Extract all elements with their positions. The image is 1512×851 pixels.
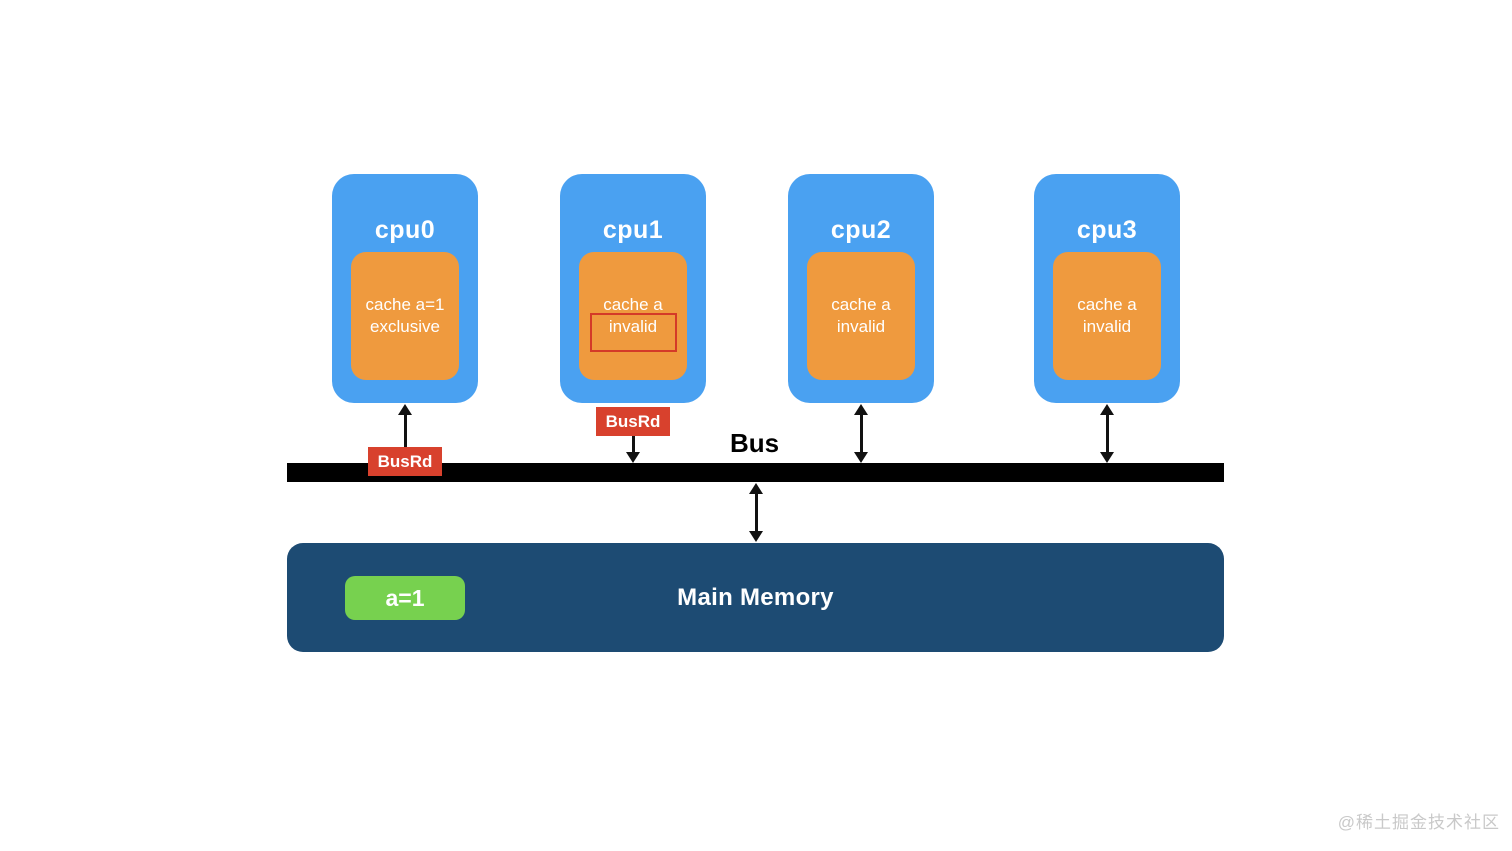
arrow-up-head-icon [1100, 404, 1115, 415]
cpu2-cache-line2: invalid [836, 317, 886, 336]
arrow-down-head-icon [626, 452, 641, 463]
memory-value-badge: a=1 [345, 576, 465, 620]
cpu1-cache-line1: cache a [603, 295, 663, 314]
cpu2-label: cpu2 [830, 216, 892, 244]
cpu3-cache-line1: cache a [1077, 295, 1137, 314]
main-memory-box: Main Memory a=1 [287, 543, 1224, 652]
cpu2-cache-box: cache a invalid [807, 252, 915, 380]
cpu2-bus-arrow-both-icon [854, 404, 869, 463]
bus-label: Bus [730, 428, 780, 458]
cpu3-label: cpu3 [1076, 216, 1138, 244]
arrow-down-head-icon [854, 452, 869, 463]
cpu0-bus-arrow-up-icon [398, 404, 413, 463]
arrow-up-head-icon [398, 404, 413, 415]
cpu1-box: cpu1 cache a invalid [560, 174, 706, 403]
cpu0-busrd-badge: BusRd [368, 447, 442, 476]
cpu0-cache-line2: exclusive [370, 317, 440, 336]
arrow-up-head-icon [854, 404, 869, 415]
arrow-up-head-icon [749, 483, 764, 494]
main-memory-label: Main Memory [677, 583, 834, 611]
cpu2-box: cpu2 cache a invalid [788, 174, 934, 403]
watermark-text: @稀土掘金技术社区 [1337, 813, 1500, 832]
cpu3-cache-line2: invalid [1082, 317, 1132, 336]
bus-memory-arrow-both-icon [749, 483, 764, 542]
cpu3-box: cpu3 cache a invalid [1034, 174, 1180, 403]
cpu1-cache-box: cache a invalid [579, 252, 687, 380]
cpu0-cache-box: cache a=1 exclusive [351, 252, 459, 380]
bus-bar [287, 463, 1224, 482]
cpu1-bus-arrow-down-icon [626, 436, 641, 463]
cpu2-cache-line1: cache a [831, 295, 891, 314]
cpu0-cache-line1: cache a=1 [365, 295, 445, 314]
cpu1-cache-line2: invalid [608, 317, 658, 336]
cpu1-label: cpu1 [602, 216, 664, 244]
arrow-down-head-icon [749, 531, 764, 542]
cpu3-bus-arrow-both-icon [1100, 404, 1115, 463]
cpu0-label: cpu0 [374, 216, 436, 244]
arrow-down-head-icon [1100, 452, 1115, 463]
cpu0-box: cpu0 cache a=1 exclusive [332, 174, 478, 403]
cpu3-cache-box: cache a invalid [1053, 252, 1161, 380]
cpu1-busrd-badge: BusRd [596, 407, 670, 436]
